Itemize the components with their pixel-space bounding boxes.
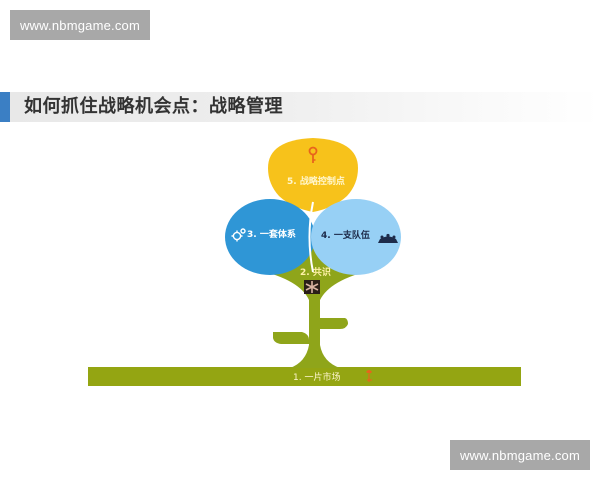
node-label-consensus: 2. 共识	[300, 268, 331, 278]
key-icon	[308, 146, 318, 163]
watermark-top: www.nbmgame.com	[10, 10, 150, 40]
left-leaf	[273, 332, 309, 344]
page-title: 如何抓住战略机会点：战略管理	[24, 96, 283, 117]
node-label-team: 4. 一支队伍	[321, 231, 370, 241]
node-label-system: 3. 一套体系	[247, 230, 296, 240]
right-leaf	[320, 318, 348, 329]
control-point-drop	[268, 138, 358, 212]
circle-seam	[308, 201, 314, 273]
team-icon	[378, 233, 398, 243]
team-circle	[311, 199, 401, 275]
handshake-icon	[304, 280, 320, 294]
plant-stem	[290, 286, 340, 368]
watermark-bottom: www.nbmgame.com	[450, 440, 590, 470]
node-label-control-point: 5. 战略控制点	[287, 177, 345, 187]
title-bar	[0, 92, 600, 122]
system-circle	[225, 199, 315, 275]
flower-icon	[366, 370, 372, 382]
node-label-market: 1. 一片市场	[293, 373, 341, 383]
gears-icon	[231, 228, 246, 242]
market-ground-bar	[88, 367, 521, 386]
title-accent-bar	[0, 92, 10, 122]
